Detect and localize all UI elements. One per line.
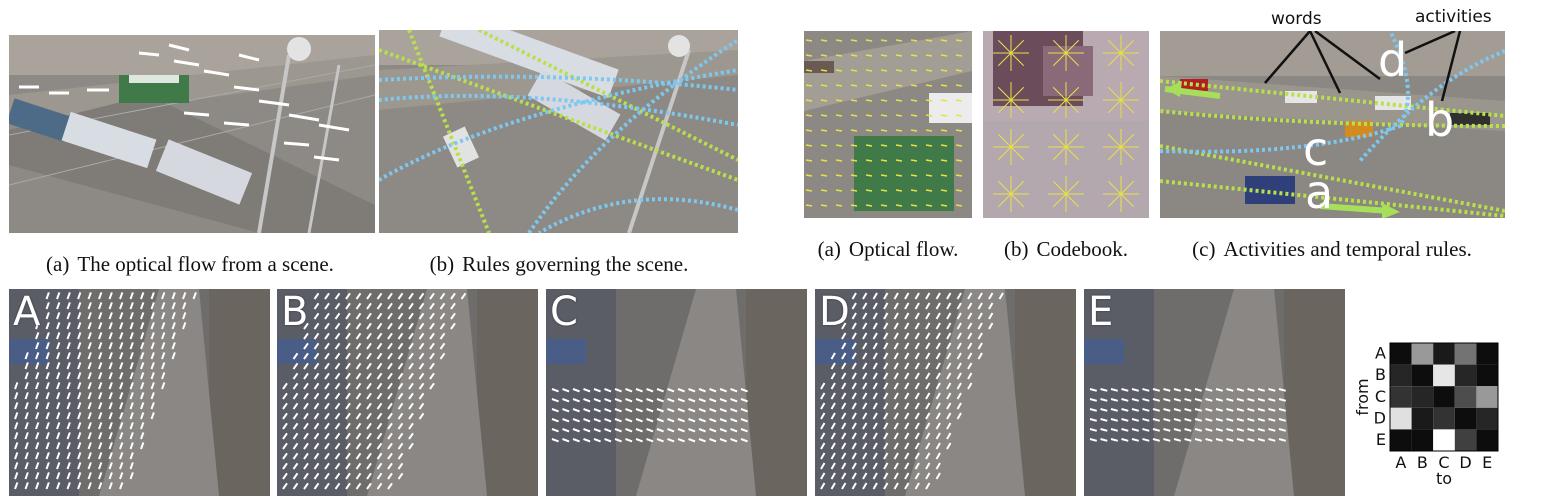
matrix-cell (1476, 343, 1498, 365)
matrix-cell (1390, 429, 1412, 451)
matrix-col-label: A (1395, 453, 1406, 472)
fig2a-image (804, 31, 972, 218)
frame-scene (9, 289, 270, 496)
matrix-x-title: to (1436, 469, 1452, 488)
matrix-cell (1454, 407, 1477, 430)
matrix-cell (1476, 429, 1498, 451)
frame-scene (1084, 289, 1345, 496)
matrix-y-title: from (1354, 378, 1372, 415)
activity-frame-a: A (9, 289, 270, 496)
activity-frame-b: B (277, 289, 538, 496)
caption-letter: (a) (46, 252, 70, 276)
matrix-cell (1390, 343, 1412, 365)
frame-letter: A (13, 289, 41, 335)
matrix-cell (1411, 407, 1434, 430)
fig2b-image (983, 31, 1149, 218)
matrix-cell (1454, 364, 1477, 387)
matrix-cell (1454, 429, 1477, 451)
caption-letter: (a) (817, 237, 841, 261)
matrix-cell (1411, 343, 1434, 365)
activity-frame-e: E (1084, 289, 1345, 496)
matrix-row-label: A (1375, 344, 1386, 363)
fig1a-scene (9, 35, 375, 233)
fig2c-caption: (c) Activities and temporal rules. (1192, 237, 1472, 262)
activities-label: activities (1415, 7, 1492, 27)
matrix-cell (1390, 364, 1412, 387)
matrix-cell (1433, 343, 1455, 365)
matrix-col-label: C (1438, 453, 1449, 472)
matrix-row-label: D (1374, 408, 1386, 427)
matrix-row-label: E (1376, 430, 1386, 449)
matrix-cell (1454, 343, 1477, 365)
frame-letter: E (1088, 289, 1114, 335)
matrix-cell (1433, 429, 1455, 451)
matrix-cell (1390, 407, 1412, 430)
frame-letter: B (281, 289, 309, 335)
caption-text: Codebook. (1036, 237, 1129, 261)
matrix-cell (1476, 407, 1498, 430)
fig1b-scene (379, 30, 738, 233)
caption-text: Rules governing the scene. (462, 252, 689, 276)
words-label: words (1271, 9, 1322, 29)
matrix-cell (1411, 364, 1434, 387)
matrix-cell (1411, 386, 1434, 408)
matrix-cell (1433, 386, 1455, 408)
matrix-cell (1411, 429, 1434, 451)
activity-frame-d: D (815, 289, 1076, 496)
fig2a-caption: (a) Optical flow. (818, 237, 959, 262)
matrix-cell (1454, 386, 1477, 408)
matrix-col-label: E (1482, 453, 1492, 472)
activity-letter-d: d (1378, 33, 1408, 87)
matrix-col-label: B (1417, 453, 1428, 472)
activity-letter-b: b (1425, 93, 1455, 147)
caption-text: Optical flow. (848, 237, 959, 261)
fig2a-flow (804, 31, 972, 218)
activity-letter-a: a (1305, 165, 1334, 218)
caption-letter: (c) (1192, 237, 1216, 261)
activity-frame-c: C (546, 289, 807, 496)
matrix-cell (1476, 386, 1498, 408)
fig1b-image (379, 30, 738, 233)
caption-text: Activities and temporal rules. (1223, 237, 1472, 261)
matrix-col-label: D (1459, 453, 1471, 472)
matrix-row-label: B (1375, 365, 1386, 384)
fig2b-codebook (983, 31, 1149, 218)
frame-letter: D (819, 289, 850, 335)
frame-scene (546, 289, 807, 496)
caption-letter: (b) (1003, 237, 1029, 261)
frame-scene (815, 289, 1076, 496)
matrix-row-label: C (1375, 387, 1386, 406)
frame-letter: C (550, 289, 578, 335)
fig1a-image (9, 35, 375, 233)
activity-letter-c: c (1303, 122, 1329, 176)
caption-letter: (b) (429, 252, 455, 276)
fig2b-caption: (b) Codebook. (1004, 237, 1128, 262)
caption-text: The optical flow from a scene. (77, 252, 334, 276)
fig1b-caption: (b) Rules governing the scene. (430, 252, 689, 277)
fig2c-scene (1160, 31, 1505, 218)
matrix-cell (1390, 386, 1412, 408)
fig1a-caption: (a) The optical flow from a scene. (46, 252, 334, 277)
fig2c-image: d b c a (1160, 31, 1505, 218)
matrix-cell (1476, 364, 1498, 387)
matrix-cell (1433, 364, 1455, 387)
matrix-cell (1433, 407, 1455, 430)
frame-scene (277, 289, 538, 496)
